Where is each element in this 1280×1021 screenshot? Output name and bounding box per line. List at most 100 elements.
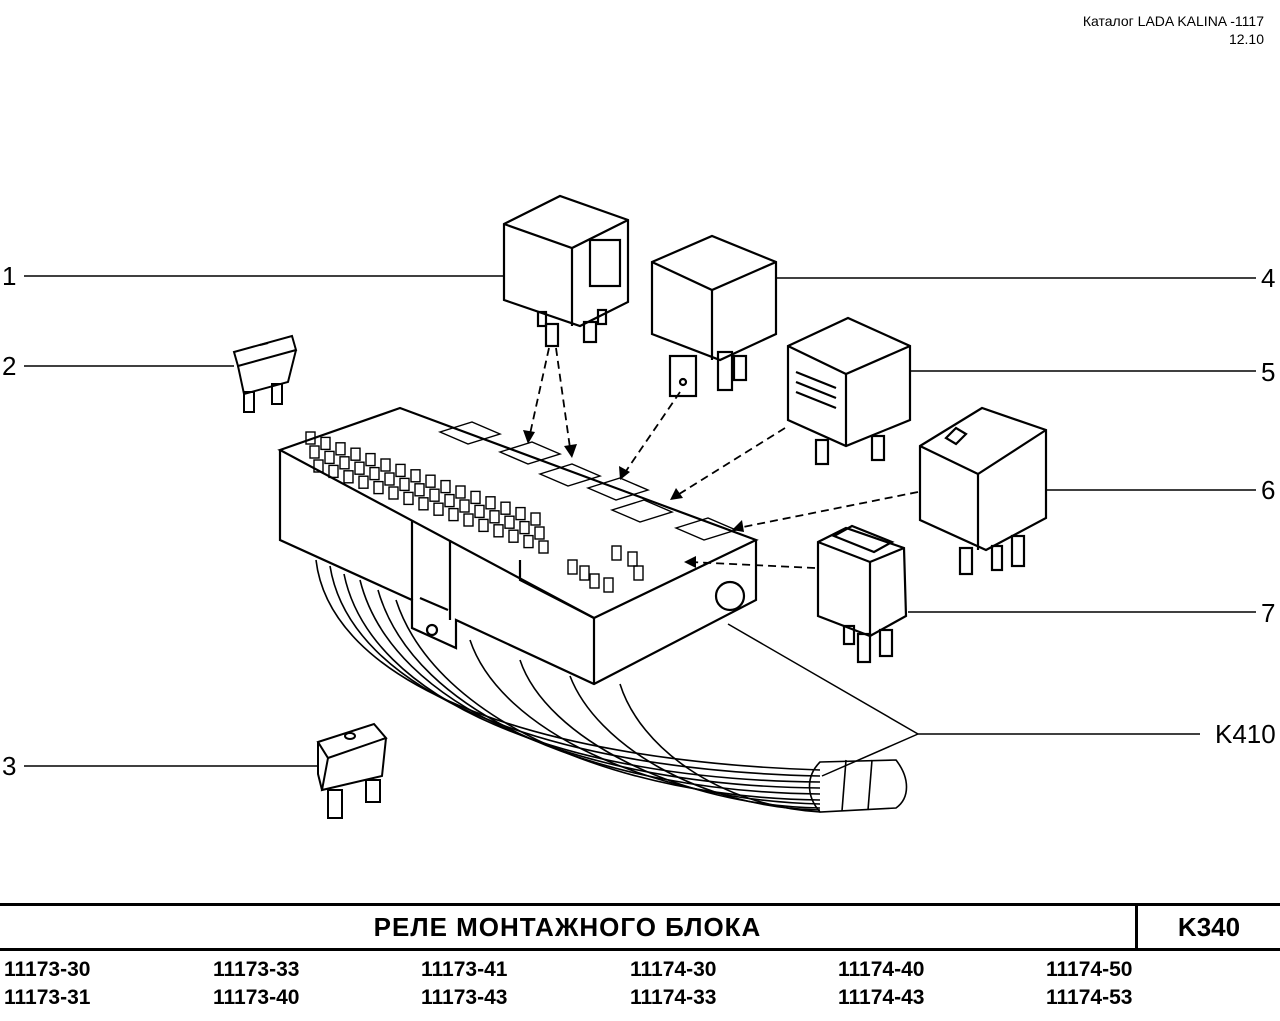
- leader-lines: [24, 275, 1256, 777]
- relay-6: [918, 406, 1048, 576]
- callout-7: 7: [1261, 598, 1276, 628]
- fuse-slot: [523, 534, 534, 549]
- relay-socket: [497, 441, 563, 465]
- model-code: 11173-30: [4, 958, 91, 981]
- fuse-slot: [343, 470, 354, 484]
- fuse-slot: [530, 512, 541, 526]
- fuse-slot: [478, 518, 489, 533]
- relay-1: [502, 194, 630, 348]
- callout-5: 5: [1261, 357, 1276, 387]
- relay-4: [650, 234, 778, 398]
- fuse-slot: [455, 485, 466, 499]
- model-code: 11174-50: [1046, 958, 1133, 981]
- page-title: РЕЛЕ МОНТАЖНОГО БЛОКА: [373, 912, 762, 942]
- fuse-slot: [508, 529, 519, 543]
- fuse-slot: [313, 459, 324, 473]
- callout-2: 2: [2, 351, 17, 381]
- fuse-slot: [459, 499, 470, 513]
- fuse-slot: [418, 497, 429, 511]
- fuse-slot: [515, 506, 526, 521]
- fuse-slot: [470, 490, 481, 505]
- fuse-slot: [433, 502, 444, 516]
- fuse-slot: [399, 477, 410, 492]
- model-code: 11174-53: [1046, 986, 1133, 1009]
- model-code: 11174-30: [630, 958, 717, 981]
- fuse-slot: [611, 545, 622, 561]
- fuse-slot: [414, 483, 425, 497]
- fuse-slot: [489, 510, 500, 524]
- maxi-fuse-3: [316, 722, 388, 819]
- fuse-slot: [369, 466, 380, 481]
- fuse-slot: [429, 488, 440, 502]
- catalog-title: Каталог LADA KALINA -1117: [1082, 13, 1264, 29]
- model-code: 11174-43: [838, 986, 925, 1009]
- fuse-slot: [373, 480, 384, 495]
- fuse-slot: [305, 431, 316, 445]
- fuse-slot: [633, 565, 644, 581]
- fuse-slot: [384, 472, 395, 486]
- fuse-slot: [504, 515, 515, 529]
- fuse-slot: [579, 565, 590, 581]
- fuse-slot: [350, 447, 361, 461]
- relay-socket: [437, 421, 503, 445]
- model-code: 11173-41: [421, 958, 508, 981]
- callout-6: 6: [1261, 475, 1276, 505]
- model-code: 11174-40: [838, 958, 925, 981]
- fuse-slot: [388, 486, 399, 500]
- relay-socket: [609, 499, 675, 523]
- model-code: 11173-40: [213, 986, 300, 1009]
- fuse-slot: [444, 493, 455, 508]
- title-divider: [1135, 906, 1138, 948]
- model-code: 11173-31: [4, 986, 91, 1009]
- wire-harness: [315, 559, 908, 813]
- fuse-slot: [324, 450, 335, 465]
- fuse-slot: [534, 526, 545, 540]
- section-code: K340: [1177, 912, 1241, 942]
- callout-3: 3: [2, 751, 17, 781]
- fuse-slot: [395, 463, 406, 478]
- fuse-slot: [365, 452, 376, 467]
- fuse-slot: [538, 540, 549, 554]
- fuse-slot: [519, 520, 530, 535]
- model-code: 11173-33: [213, 958, 300, 981]
- mini-fuse-2: [232, 334, 298, 413]
- fuse-slot: [309, 445, 320, 459]
- fuse-slot: [627, 551, 638, 567]
- fuse-slot: [335, 442, 346, 456]
- model-code: 11174-33: [630, 986, 717, 1009]
- callout-k410: K410: [1215, 719, 1276, 749]
- fuse-slot: [328, 464, 339, 479]
- fuse-slot: [603, 577, 614, 593]
- title-bar: РЕЛЕ МОНТАЖНОГО БЛОКА K340: [0, 903, 1280, 951]
- callout-4: 4: [1261, 263, 1276, 293]
- fuse-slot: [485, 496, 496, 510]
- fuse-slot: [589, 573, 600, 589]
- fuse-slot: [403, 491, 414, 506]
- fuse-slot: [410, 469, 421, 483]
- fuse-slots: [305, 421, 739, 593]
- assembly-arrows: [529, 347, 919, 569]
- mounting-block: [277, 406, 759, 686]
- relay-socket: [585, 477, 651, 501]
- callout-1: 1: [2, 261, 17, 291]
- fuse-slot: [500, 501, 511, 515]
- fuse-slot: [448, 507, 459, 522]
- fuse-slot: [354, 461, 365, 475]
- fuse-slot: [567, 559, 578, 575]
- fuse-slot: [339, 456, 350, 470]
- relay-5: [786, 316, 912, 466]
- relay-socket: [537, 463, 603, 487]
- fuse-slot: [425, 474, 436, 488]
- relay-socket: [673, 517, 739, 541]
- fuse-slot: [474, 504, 485, 519]
- fuse-slot: [440, 479, 451, 494]
- fuse-slot: [493, 524, 504, 538]
- catalog-date: 12.10: [1228, 31, 1264, 47]
- fuse-slot: [380, 458, 391, 472]
- parts-diagram: [24, 194, 1256, 819]
- model-code: 11173-43: [421, 986, 508, 1009]
- catalog-header: Каталог LADA KALINA -1117 12.10: [1083, 12, 1264, 48]
- fuse-slot: [358, 475, 369, 489]
- relay-7: [816, 524, 908, 664]
- fuse-slot: [463, 513, 474, 527]
